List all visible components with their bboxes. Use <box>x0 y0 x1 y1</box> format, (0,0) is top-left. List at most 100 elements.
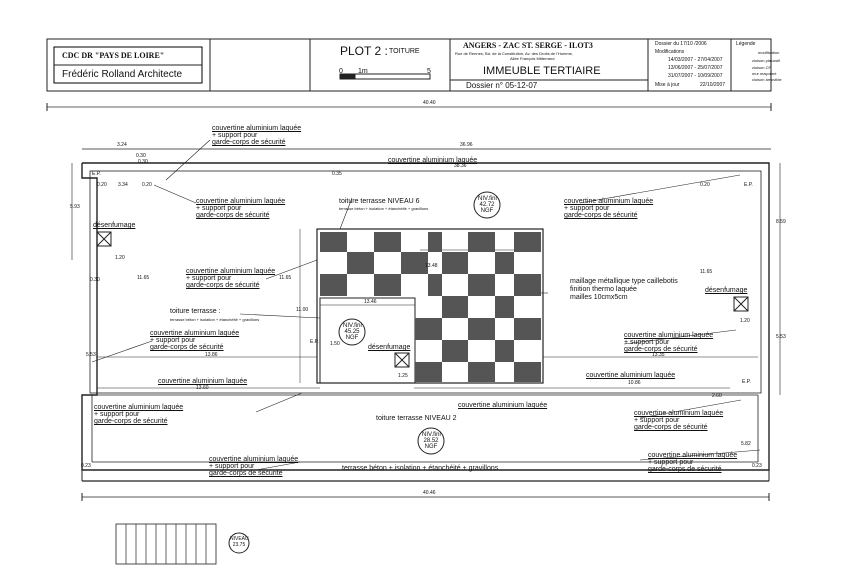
update-date: 22/10/2007 <box>700 82 726 88</box>
note-couv-mid-left: couvertine aluminium laquée+ support pou… <box>186 268 276 289</box>
dim-inner-mid: 38.36 <box>454 163 467 169</box>
ep-marker-4: E.P. <box>744 182 753 188</box>
legend-title: Légende <box>736 41 756 47</box>
smoke-vent-left <box>96 231 112 247</box>
niveau-bottom-marker <box>228 532 250 554</box>
note-toiture-terrasse-detail: terrasse béton + isolation + étanchéité … <box>170 317 260 322</box>
note-toiture-n2: toiture terrasse NIVEAU 2 <box>376 415 457 422</box>
modification-1: 14/03/2007 - 27/04/2007 <box>668 57 723 63</box>
note-couv-top-center: couvertine aluminium laquée <box>388 157 478 164</box>
niveau6-block <box>316 228 544 384</box>
dim-020a: 0.20 <box>97 182 107 188</box>
note-couv-band-left: couvertine aluminium laquée <box>158 378 248 385</box>
dim-125: 1.25 <box>398 373 408 379</box>
note-couv-top-1: couvertine aluminium laquée+ support pou… <box>212 125 302 146</box>
dossier-date: Dossier du 17/10 /2006 <box>655 41 707 47</box>
modification-3: 31/07/2007 - 10/09/2007 <box>668 73 723 79</box>
note-couv-bottom-right: couvertine aluminium laquée+ support pou… <box>648 452 738 473</box>
dim-553b: 5.53 <box>776 334 786 340</box>
dim-023b: 0.23 <box>752 463 762 469</box>
niveau2-marker <box>417 427 445 455</box>
dim-1100: 11.00 <box>296 307 309 313</box>
client-name: CDC DR "PAYS DE LOIRE" <box>62 51 165 60</box>
project-address-1: Rue de Rennes, Bd. de la Constitution, A… <box>455 51 574 56</box>
note-terrasse-bottom: terrasse béton + isolation + étanchéité … <box>342 465 499 472</box>
dim-120: 1.20 <box>115 255 125 261</box>
legend-item-3: cloison CF <box>752 65 771 70</box>
grating-pattern <box>320 232 541 382</box>
ep-marker-3: E.P. <box>742 379 751 385</box>
scale-end: 5 <box>427 68 431 75</box>
project-name: ANGERS - ZAC ST. SERGE - ILOT3 <box>463 41 593 50</box>
note-toiture-n6-detail: terrasse béton + isolation + étanchéité … <box>339 206 429 211</box>
dim-overall-top: 40.40 <box>423 100 436 106</box>
note-couv-band-center: couvertine aluminium laquée <box>458 402 548 409</box>
ep-marker-2: E.P. <box>310 339 319 345</box>
dim-1386: 13.86 <box>205 352 218 358</box>
note-couv-band-right: couvertine aluminium laquée <box>586 372 676 379</box>
note-toiture-n6: toiture terrasse NIVEAU 6 <box>339 198 420 205</box>
dim-120b: 1.20 <box>740 318 750 324</box>
note-couv-bottom-left: couvertine aluminium laquée+ support pou… <box>209 456 299 477</box>
plot-subtitle: TOITURE <box>389 48 420 55</box>
note-couv-right-top: couvertine aluminium laquée+ support pou… <box>564 198 654 219</box>
dim-334: 3.34 <box>118 182 128 188</box>
update-label: Mise à jour <box>655 82 680 88</box>
dim-1086: 10.86 <box>628 380 641 386</box>
dim-1335: 13.35 <box>652 352 665 358</box>
dim-020c: 0.20 <box>700 182 710 188</box>
niveau6-marker <box>473 191 501 219</box>
note-couv-low-left: couvertine aluminium laquée+ support pou… <box>94 404 184 425</box>
legend-item-1: modification <box>758 50 780 55</box>
dim-1360: 13.60 <box>196 385 209 391</box>
smoke-vent-center <box>394 352 410 368</box>
parapet-inner-line <box>89 170 762 394</box>
legend-item-5: cloison amovible <box>752 77 782 82</box>
modifications-label: Modifications <box>655 49 685 55</box>
dim-582: 5.82 <box>741 441 751 447</box>
dim-overall-bottom: 40.46 <box>423 490 436 496</box>
modification-2: 13/06/2007 - 25/07/2007 <box>668 65 723 71</box>
niveau5-marker <box>338 318 366 346</box>
legend-item-4: mur maçonné <box>752 71 777 76</box>
dim-030b: 0.30 <box>138 159 148 165</box>
architect-name: Frédéric Rolland Architecte <box>62 69 183 80</box>
note-couv-lower-left: couvertine aluminium laquée+ support pou… <box>150 330 240 351</box>
dim-1165c: 11.65 <box>700 269 713 275</box>
ep-marker-1: E.P. <box>92 171 101 177</box>
dim-020b: 0.20 <box>142 182 152 188</box>
dim-1165b: 11.65 <box>279 275 292 281</box>
dim-593: 5.93 <box>70 204 80 210</box>
stair-treads <box>125 524 207 564</box>
scale-mid: 1m <box>358 68 368 75</box>
note-couv-right-mid: couvertine aluminium laquée+ support pou… <box>624 332 714 353</box>
dim-260: 2.60 <box>712 393 722 399</box>
dim-553: 5.53 <box>86 352 96 358</box>
note-desenfumage-center: désenfumage <box>368 344 411 351</box>
note-couv-low-right: couvertine aluminium laquée+ support pou… <box>634 410 724 431</box>
building-name: IMMEUBLE TERTIAIRE <box>483 65 601 77</box>
dim-inner-top: 36.96 <box>460 142 473 148</box>
dossier-number: Dossier n° 05-12-07 <box>466 81 538 90</box>
dim-820: 13.46 <box>364 299 377 305</box>
smoke-vent-right <box>733 296 749 312</box>
title-block-frame <box>46 38 772 92</box>
dim-023: 0.23 <box>81 463 91 469</box>
dim-1165: 11.65 <box>137 275 150 281</box>
dim-150: 1.50 <box>330 341 340 347</box>
note-couv-left: couvertine aluminium laquée+ support pou… <box>196 198 286 219</box>
dim-030c: 0.30 <box>90 277 100 283</box>
building-outline <box>81 162 770 471</box>
project-address-2: Allée François Mitterrand <box>510 56 555 61</box>
scale-start: 0 <box>339 68 343 75</box>
dim-035: 0.35 <box>332 171 342 177</box>
note-desenfumage-right: désenfumage <box>705 287 748 294</box>
note-desenfumage-left: désenfumage <box>93 222 136 229</box>
